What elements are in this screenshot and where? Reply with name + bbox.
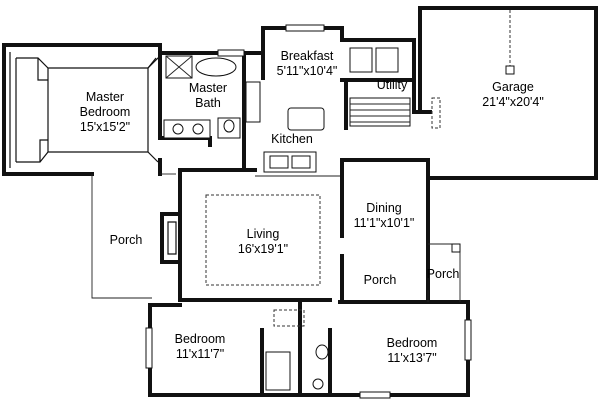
fireplace — [160, 212, 182, 264]
living-size: 16'x19'1" — [238, 242, 288, 256]
porch-center-name: Porch — [364, 273, 397, 287]
kitchen-fixtures — [245, 81, 340, 177]
master-bath-fixtures — [163, 55, 241, 139]
bedroom-left-size: 11'x11'7" — [176, 347, 224, 361]
master-bedroom-size: 15'x15'2" — [80, 120, 130, 134]
master-bedroom-name-1: Master — [86, 90, 124, 104]
kitchen-name: Kitchen — [271, 132, 313, 146]
living-name: Living — [247, 227, 280, 241]
breakfast-name: Breakfast — [281, 49, 334, 63]
master-bedroom-bay — [9, 52, 161, 168]
porch-right-name: Porch — [427, 267, 460, 281]
utility-fixtures — [349, 47, 441, 129]
garage-door-opener — [505, 10, 515, 75]
garage-name: Garage — [492, 80, 534, 94]
master-bath-name-2: Bath — [195, 96, 221, 110]
dining-size: 11'1"x10'1" — [354, 216, 415, 230]
bedroom-right-name: Bedroom — [387, 336, 438, 350]
breakfast-size: 5'11"x10'4" — [277, 64, 338, 78]
room-labels: Master Bedroom 15'x15'2" Master Bath Bre… — [80, 49, 544, 365]
living-ceiling-outline — [205, 194, 321, 286]
garage-size: 21'4"x20'4" — [482, 95, 544, 109]
utility-name: Utility — [377, 78, 408, 92]
bedroom-left-name: Bedroom — [175, 332, 226, 346]
dining-name: Dining — [366, 201, 401, 215]
bedroom-right-size: 11'x13'7" — [387, 351, 436, 365]
porch-left-name: Porch — [110, 233, 143, 247]
master-bedroom-name-2: Bedroom — [80, 105, 131, 119]
master-bath-name-1: Master — [189, 81, 227, 95]
windows — [145, 24, 472, 399]
bedroom-fixtures — [265, 243, 461, 391]
